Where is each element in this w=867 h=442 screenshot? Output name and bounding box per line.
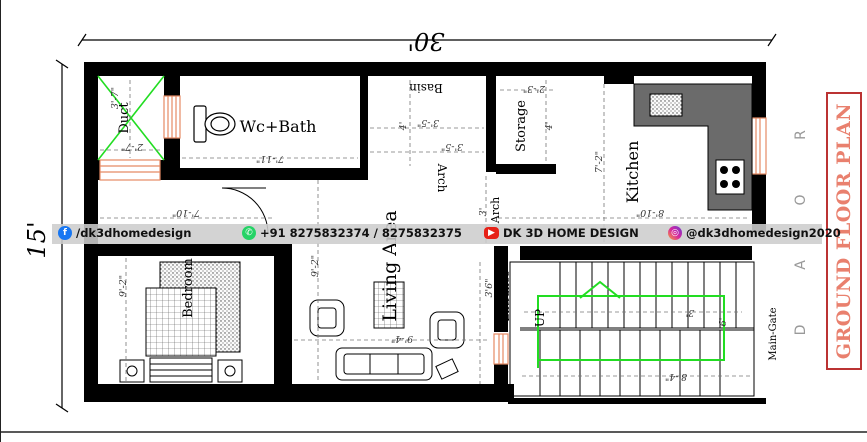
duct-cross [97,75,165,161]
coffee-table-icon [373,281,405,329]
arch-label-2: Arch [489,197,502,224]
dim-duct-w: 2'-7" [121,141,144,152]
whatsapp-contact[interactable]: ✆ +91 8275832374 / 8275832375 [242,226,462,240]
width-dimension [77,33,777,47]
dim-bedroom-h: 9'-2" [118,275,129,297]
toilet-icon [193,105,236,143]
width-label: 30' [407,27,444,55]
dim-stair-step: 3' [686,307,695,318]
road-letter: R [793,130,809,140]
kitchen-label: Kitchen [623,141,642,204]
kitchen-sink [649,93,683,117]
dim-arch-w: 3' [478,208,489,217]
dim-stair-h: 6' [718,318,729,327]
dim-bedroom-top-w: 7'-10" [172,207,200,218]
entrance-label: Entrance [499,270,512,321]
dim-duct-h: 3'-7" [110,87,121,109]
up-label: UP [533,309,547,327]
bed-icon [145,261,241,383]
dim-living-w: 9'-4" [391,333,413,344]
dim-kitchen-w: 8'-10" [636,207,664,218]
youtube-channel[interactable]: ▶ DK 3D HOME DESIGN [484,226,639,240]
facebook-handle[interactable]: f /dk3dhomedesign [58,226,191,240]
stove-icon [715,159,745,195]
armchair-icon [309,299,465,349]
road-letter: A [793,260,809,270]
dim-living-h: 9'-2" [310,255,321,277]
dim-basin-h: 4' [398,122,409,132]
plan-title-box: GROUND FLOOR PLAN [826,92,862,370]
dim-kitchen-h: 7'-2" [594,151,605,173]
youtube-icon: ▶ [484,227,499,239]
dim-stair-w: 8'-4" [665,371,687,382]
dimension-guides [100,80,750,384]
dim-basin-w1: 3'-5" [417,117,439,128]
dim-storage-w: 2'-3" [523,83,546,94]
social-banner: f /dk3dhomedesign ✆ +91 8275832374 / 827… [52,224,841,244]
facebook-icon: f [58,226,72,240]
stair-direction-marker [537,280,725,368]
dim-wc-w: 7'-11" [256,153,284,164]
dim-basin-w2: 3'-5" [441,141,463,152]
arch-label-1: Arch [435,163,449,193]
road-letter: O [793,194,809,205]
storage-label: Storage [514,100,529,152]
dim-storage-h: 4' [544,122,555,132]
dim-entrance-w: 3'6" [484,278,495,297]
instagram-handle[interactable]: ◎ @dk3dhomedesign2020 [668,226,841,240]
duct-label: Duct [117,102,132,134]
basin-label: Basin [409,81,443,95]
sofa-icon [335,347,433,381]
staircase [509,261,755,397]
main-gate-label: Main-Gate [768,307,779,360]
windows [99,95,767,365]
bedroom-label: Bedroom [181,258,196,318]
road-letter: D [793,325,809,336]
depth-label: 15' [23,221,51,258]
plant-stand-icon [435,358,459,380]
wc-bath-label: Wc+Bath [240,117,317,136]
instagram-icon: ◎ [668,226,682,240]
whatsapp-icon: ✆ [242,226,256,240]
